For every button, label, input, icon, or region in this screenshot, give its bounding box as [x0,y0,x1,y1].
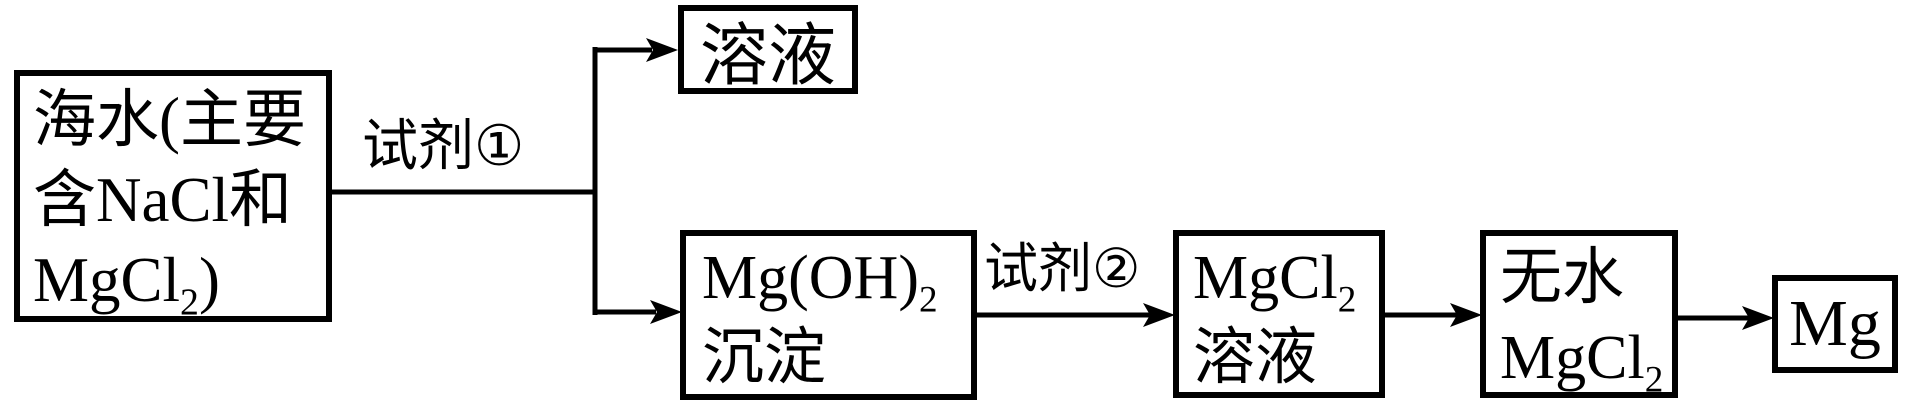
reagent2-label: 试剂② [984,239,1141,299]
mgcl2-solution-formula-subscript: 2 [1337,279,1357,321]
mgcl2-solution-formula-line: MgCl2 [1193,238,1379,318]
mgcl2-solution-box: MgCl2 溶液 [1173,230,1385,398]
arrow-anhydrous-to-mg [1678,306,1774,330]
mgoh2-formula-subscript: 2 [918,279,938,321]
solution-text: 溶液 [699,18,836,94]
mgoh2-line2-text: 沉淀 [702,324,827,392]
anhydrous-line1: 无水 [1500,238,1672,318]
solution-box: 溶液 [678,5,858,94]
arrow-branch-to-solution [593,38,678,62]
anhydrous-line1-text: 无水 [1500,244,1625,312]
mgcl2-solution-line2: 溶液 [1193,318,1379,398]
seawater-line2: 含NaCl和 [33,160,324,240]
arrowhead [646,38,678,62]
reagent1-label: 试剂① [362,116,525,178]
anhydrous-mgcl2-box: 无水 MgCl2 [1480,230,1678,398]
arrow-mgcl2-solution-to-anhydrous [1385,303,1482,327]
seawater-formula-text: MgCl [33,245,181,315]
mgoh2-precipitate-box: Mg(OH)2 沉淀 [680,230,977,400]
anhydrous-formula-line: MgCl2 [1500,318,1672,398]
arrow-branch-to-mgoh2 [593,300,682,324]
seawater-line1: 海水(主要 [33,80,324,160]
seawater-formula-suffix: ) [198,245,220,315]
seawater-formula-subscript: 2 [180,281,199,324]
seawater-line2-text: 含NaCl和 [33,165,292,235]
mgoh2-line2: 沉淀 [702,318,971,398]
mgoh2-formula-line: Mg(OH)2 [702,238,971,318]
arrowhead [650,300,682,324]
arrowhead [1450,303,1482,327]
arrowhead [1143,303,1175,327]
mg-text: Mg [1789,287,1881,360]
arrowhead [1742,306,1774,330]
anhydrous-formula-subscript: 2 [1644,359,1664,401]
mgcl2-solution-line2-text: 溶液 [1193,324,1318,392]
mgcl2-solution-formula-text: MgCl [1193,244,1338,312]
arrow-mgoh2-to-mgcl2-solution [977,303,1175,327]
mg-box: Mg [1772,275,1898,373]
seawater-line1-text: 海水(主要 [33,85,306,155]
anhydrous-formula-text: MgCl [1500,324,1645,392]
mgoh2-formula-text: Mg(OH) [702,244,919,312]
seawater-box: 海水(主要 含NaCl和 MgCl2) [14,70,332,322]
seawater-line3: MgCl2) [33,240,324,321]
